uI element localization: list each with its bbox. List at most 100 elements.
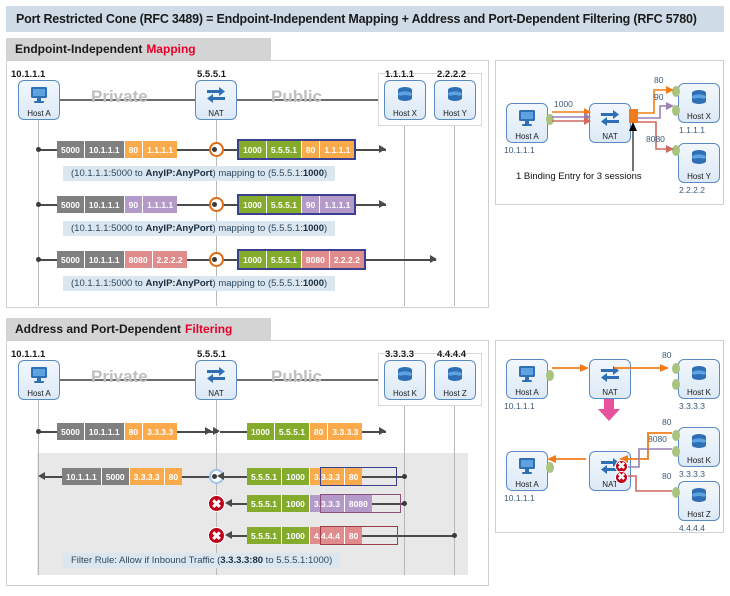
packet-field: 1000 — [239, 251, 267, 268]
packet-outside-row2: 1000 5.5.5.1 90 1.1.1.1 — [236, 194, 357, 215]
packet-field: 80 — [344, 527, 363, 544]
interface-nub — [672, 446, 680, 457]
node-nat-br-top-label: NAT — [602, 388, 618, 397]
flow-origin-dot — [402, 474, 407, 479]
node-host-k: Host K — [384, 360, 426, 400]
packet-inside-row3: 5000 10.1.1.1 8080 2.2.2.2 — [57, 251, 187, 268]
caption-bold-anyip: AnyIP:AnyPort — [145, 168, 213, 179]
flow-origin-dot — [36, 257, 41, 262]
denied-packet-highlight — [320, 526, 398, 545]
flow-arrow-left — [225, 499, 232, 507]
lifeline-host-a — [38, 400, 39, 575]
filter-rule-pre: Filter Rule: Allow if Inbound Traffic ( — [71, 555, 221, 566]
computer-icon — [31, 87, 47, 103]
packet-field: 10.1.1.1 — [84, 251, 125, 268]
section-filtering-highlight: Filtering — [185, 322, 233, 336]
packet-inside-inbound-1: 10.1.1.1 5000 3.3.3.3 80 — [62, 468, 183, 485]
interface-nub — [672, 86, 680, 97]
packet-field: 1.1.1.1 — [143, 141, 178, 158]
public-zone-label: Public — [271, 367, 323, 386]
packet-field: 1000 — [282, 527, 310, 544]
mapped-port-label: 1000 — [554, 99, 573, 109]
packet-field: 5.5.5.1 — [266, 141, 302, 158]
packet-field: 10.1.1.1 — [84, 196, 125, 213]
packet-field: 5000 — [57, 251, 85, 268]
lifeline-host-k — [404, 406, 405, 575]
packet-field: 1000 — [247, 423, 275, 440]
node-host-a-label: Host A — [27, 109, 51, 118]
node-host-x-right: Host X — [678, 83, 720, 123]
node-host-x-right-label: Host X — [686, 112, 711, 121]
hostK-ip-label: 3.3.3.3 — [385, 349, 415, 360]
binding-entry-box — [629, 109, 638, 123]
panel-filtering: Private Public 10.1.1.1 Host A 5.5.5.1 N… — [6, 340, 489, 586]
nat-router-icon — [601, 110, 619, 126]
packet-field: 80 — [344, 468, 363, 485]
public-zone-label: Public — [271, 87, 323, 106]
hostZ-ip-label: 4.4.4.4 — [437, 349, 467, 360]
node-nat-right-label: NAT — [602, 132, 618, 141]
hostY-right-ip: 2.2.2.2 — [679, 185, 705, 195]
hostK-br-top-ip: 3.3.3.3 — [679, 401, 705, 411]
packet-field: 80 — [309, 423, 329, 440]
caption-pre: (10.1.1.1:5000 to — [71, 223, 146, 234]
node-host-k-br-bot: Host K — [678, 427, 720, 467]
packet-field: 3.3.3.3 — [328, 423, 363, 440]
interface-nub — [672, 379, 680, 390]
flow-origin-dot — [402, 501, 407, 506]
page-title-text: Port Restricted Cone (RFC 3489) = Endpoi… — [16, 12, 697, 26]
binding-note: 1 Binding Entry for 3 sessions — [516, 171, 642, 182]
nat-router-icon — [207, 87, 225, 103]
port-80-label: 80 — [654, 75, 664, 85]
mapping-caption-row1: (10.1.1.1:5000 to AnyIP:AnyPort) mapping… — [63, 166, 336, 181]
hostY-ip-label: 2.2.2.2 — [437, 69, 467, 80]
node-host-k-br-bot-label: Host K — [686, 456, 711, 465]
hostX-ip-label: 1.1.1.1 — [385, 69, 415, 80]
hostA-br-top-ip: 10.1.1.1 — [504, 401, 535, 411]
flow-arrow — [379, 200, 386, 208]
caption-mid: ) mapping to (5.5.5.1: — [212, 168, 303, 179]
filter-rule-bold: 3.3.3.3:80 — [220, 555, 264, 566]
lifeline-nat — [216, 400, 217, 575]
binding-dot — [212, 147, 217, 152]
packet-field: 5000 — [57, 423, 85, 440]
node-host-a-br-bot-label: Host A — [515, 480, 539, 489]
computer-icon — [31, 367, 47, 383]
section-header-mapping: Endpoint-Independent Mapping — [6, 38, 271, 60]
node-host-a-bottom-label: Host A — [27, 389, 51, 398]
node-host-x: Host X — [384, 80, 426, 120]
nat-router-icon — [601, 458, 619, 474]
interface-nub — [546, 370, 554, 381]
caption-mid: ) mapping to (5.5.5.1: — [212, 223, 303, 234]
mapping-caption-row2: (10.1.1.1:5000 to AnyIP:AnyPort) mapping… — [63, 221, 336, 236]
caption-bold-port: 1000 — [302, 223, 324, 234]
filter-rule-post: to 5.5.5.1:1000) — [263, 555, 333, 566]
caption-bold-anyip: AnyIP:AnyPort — [145, 278, 213, 289]
node-host-z-br-bot: Host Z — [678, 481, 720, 521]
section-header-filtering: Address and Port-Dependent Filtering — [6, 318, 271, 340]
port-80-br-top: 80 — [662, 350, 672, 360]
packet-field: 80 — [124, 423, 144, 440]
packet-inside-row2: 5000 10.1.1.1 90 1.1.1.1 — [57, 196, 178, 213]
caption-post: ) — [323, 278, 328, 289]
node-nat-bottom: NAT — [195, 360, 237, 400]
interface-nub — [546, 114, 554, 125]
caption-bold-anyip: AnyIP:AnyPort — [145, 223, 213, 234]
server-icon — [692, 366, 706, 380]
lifeline-host-y — [454, 126, 455, 306]
panel-binding-summary: Host A 10.1.1.1 NAT Host X 1.1.1.1 — [495, 60, 724, 205]
packet-field: 3.3.3.3 — [309, 495, 345, 512]
interface-nub — [672, 487, 680, 498]
node-nat-right: NAT — [589, 103, 631, 143]
denied-packet-highlight — [320, 494, 401, 513]
lifeline-host-a — [38, 120, 39, 306]
packet-field: 1000 — [282, 468, 310, 485]
caption-pre: (10.1.1.1:5000 to — [71, 168, 146, 179]
section-filtering-label: Address and Port-Dependent — [15, 322, 182, 336]
caption-bold-port: 1000 — [302, 278, 324, 289]
packet-field: 5000 — [57, 196, 85, 213]
packet-field: 1000 — [239, 141, 267, 158]
packet-field: 5000 — [57, 141, 85, 158]
packet-field: 80 — [301, 141, 321, 158]
port-90-label: 90 — [654, 92, 664, 102]
